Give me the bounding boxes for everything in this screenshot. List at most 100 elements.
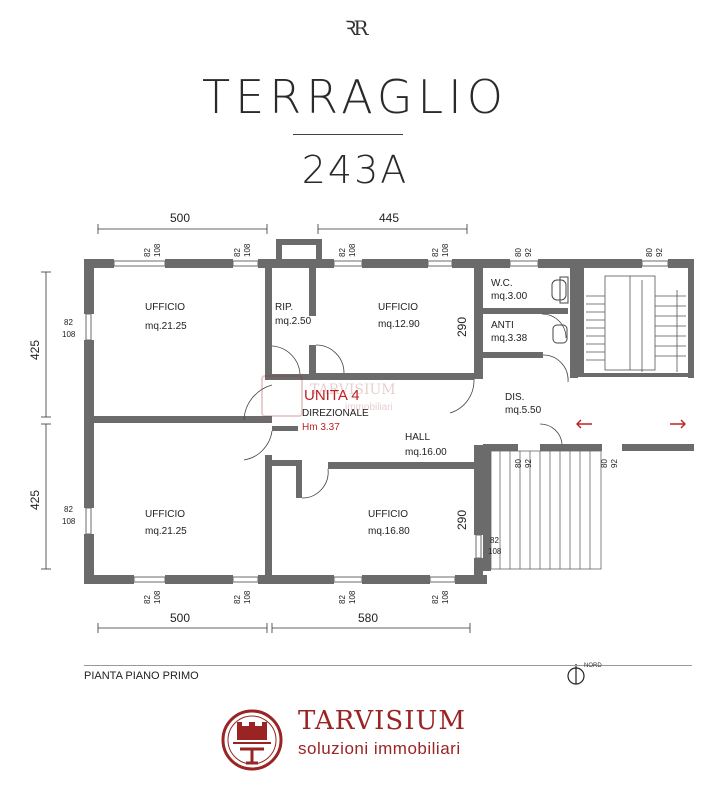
window xyxy=(113,260,166,267)
address-number: 243A xyxy=(301,148,409,192)
north-symbol xyxy=(567,664,585,685)
wall xyxy=(258,575,334,584)
room-area-ufficio-br: mq.16.80 xyxy=(368,526,410,537)
wall xyxy=(84,534,94,584)
tarvisium-logo-icon xyxy=(221,709,283,771)
room-area-wc: mq.3.00 xyxy=(491,291,528,302)
watermark: TARVISIUM immobiliari xyxy=(261,375,396,417)
arrow-right-icon xyxy=(670,419,686,429)
sink-fixture xyxy=(552,324,568,344)
wall xyxy=(309,345,316,380)
wall xyxy=(272,460,302,466)
dim-left-upper: 425 xyxy=(28,340,42,360)
window xyxy=(133,576,166,583)
opening-sill: 82 xyxy=(64,505,73,514)
dim-right-lower: 290 xyxy=(455,510,469,530)
wall xyxy=(578,373,688,377)
wall xyxy=(622,444,694,451)
wall-layer xyxy=(84,239,694,584)
caption-divider xyxy=(84,665,692,666)
window xyxy=(232,260,259,267)
wall xyxy=(570,268,578,378)
wall xyxy=(328,462,474,469)
opening-sill: 82 xyxy=(338,248,347,257)
opening-head: 108 xyxy=(62,517,76,526)
opening-sill: 82 xyxy=(431,595,440,604)
room-area-ripostiglio: mq.2.50 xyxy=(275,316,312,327)
door-height: 92 xyxy=(610,459,619,468)
watermark-tagline: immobiliari xyxy=(345,402,393,413)
company-tagline: soluzioni immobiliari xyxy=(298,739,461,758)
wall xyxy=(84,259,114,268)
wall xyxy=(84,575,134,584)
door-swing xyxy=(315,344,345,374)
opening-sill: 82 xyxy=(338,595,347,604)
unit-use: DIREZIONALE xyxy=(302,408,369,419)
door-height: 92 xyxy=(524,248,533,257)
room-area-dis: mq.5.50 xyxy=(505,405,542,416)
dimension-labels: 500 445 500 580 425 425 290 290 xyxy=(28,211,469,625)
window xyxy=(641,260,669,267)
door-height: 92 xyxy=(655,248,664,257)
wall xyxy=(265,268,272,380)
opening-head: 108 xyxy=(441,243,450,257)
door-swing xyxy=(539,423,563,445)
door-width: 80 xyxy=(514,248,523,257)
dimension-lines xyxy=(41,224,471,633)
room-name-ufficio-br: UFFICIO xyxy=(368,509,408,520)
door-swing xyxy=(271,345,301,375)
unit-title: UNITA 4 xyxy=(304,387,360,404)
sanitary-layer xyxy=(551,276,569,344)
opening-sill: 82 xyxy=(431,248,440,257)
unit-label: UNITA 4 DIREZIONALE Hm 3.37 xyxy=(302,387,369,433)
opening-head: 108 xyxy=(488,547,502,556)
wall xyxy=(578,268,584,373)
door-swing xyxy=(541,313,567,339)
dim-bottom-right: 580 xyxy=(358,611,378,625)
door-swing xyxy=(542,354,569,383)
wall xyxy=(84,340,94,508)
toilet-tank xyxy=(559,276,569,304)
dim-right-upper: 290 xyxy=(455,317,469,337)
room-area-ufficio-bl: mq.21.25 xyxy=(145,526,187,537)
opening-sill: 82 xyxy=(143,595,152,604)
opening-sill: 82 xyxy=(490,536,499,545)
unit-height: Hm 3.37 xyxy=(302,422,340,433)
window xyxy=(333,576,363,583)
opening-head: 108 xyxy=(348,243,357,257)
room-name-anti: ANTI xyxy=(491,320,514,331)
window xyxy=(85,507,92,535)
dim-top-left: 500 xyxy=(170,211,190,225)
window xyxy=(475,534,482,559)
wall xyxy=(362,575,430,584)
wall xyxy=(272,374,316,380)
door-height: 92 xyxy=(524,459,533,468)
opening-head: 108 xyxy=(243,243,252,257)
dim-bottom-left: 500 xyxy=(170,611,190,625)
opening-annotations: 82 108 82 108 82 108 82 108 80 92 80 92 … xyxy=(62,243,664,604)
brand-title: TERRAGLIO xyxy=(202,70,508,124)
wall xyxy=(483,352,543,358)
wall xyxy=(309,268,316,316)
window xyxy=(429,576,456,583)
window xyxy=(333,260,363,267)
room-area-hall: mq.16.00 xyxy=(405,447,447,458)
opening-sill: 82 xyxy=(143,248,152,257)
room-area-ufficio-tr: mq.12.90 xyxy=(378,319,420,330)
wall xyxy=(84,259,94,314)
room-name-wc: W.C. xyxy=(491,278,513,289)
wall xyxy=(474,259,483,379)
opening-head: 108 xyxy=(348,590,357,604)
room-name-dis: DIS. xyxy=(505,392,524,403)
opening-head: 108 xyxy=(153,243,162,257)
door-swing xyxy=(243,384,273,421)
wall xyxy=(316,373,474,380)
stair-outline xyxy=(490,450,602,570)
opening-head: 108 xyxy=(243,590,252,604)
window xyxy=(85,313,92,341)
chimney xyxy=(276,239,322,267)
toilet-fixture xyxy=(551,279,567,301)
opening-sill: 82 xyxy=(233,595,242,604)
wall xyxy=(165,259,233,268)
floor-caption: PIANTA PIANO PRIMO xyxy=(84,670,199,682)
